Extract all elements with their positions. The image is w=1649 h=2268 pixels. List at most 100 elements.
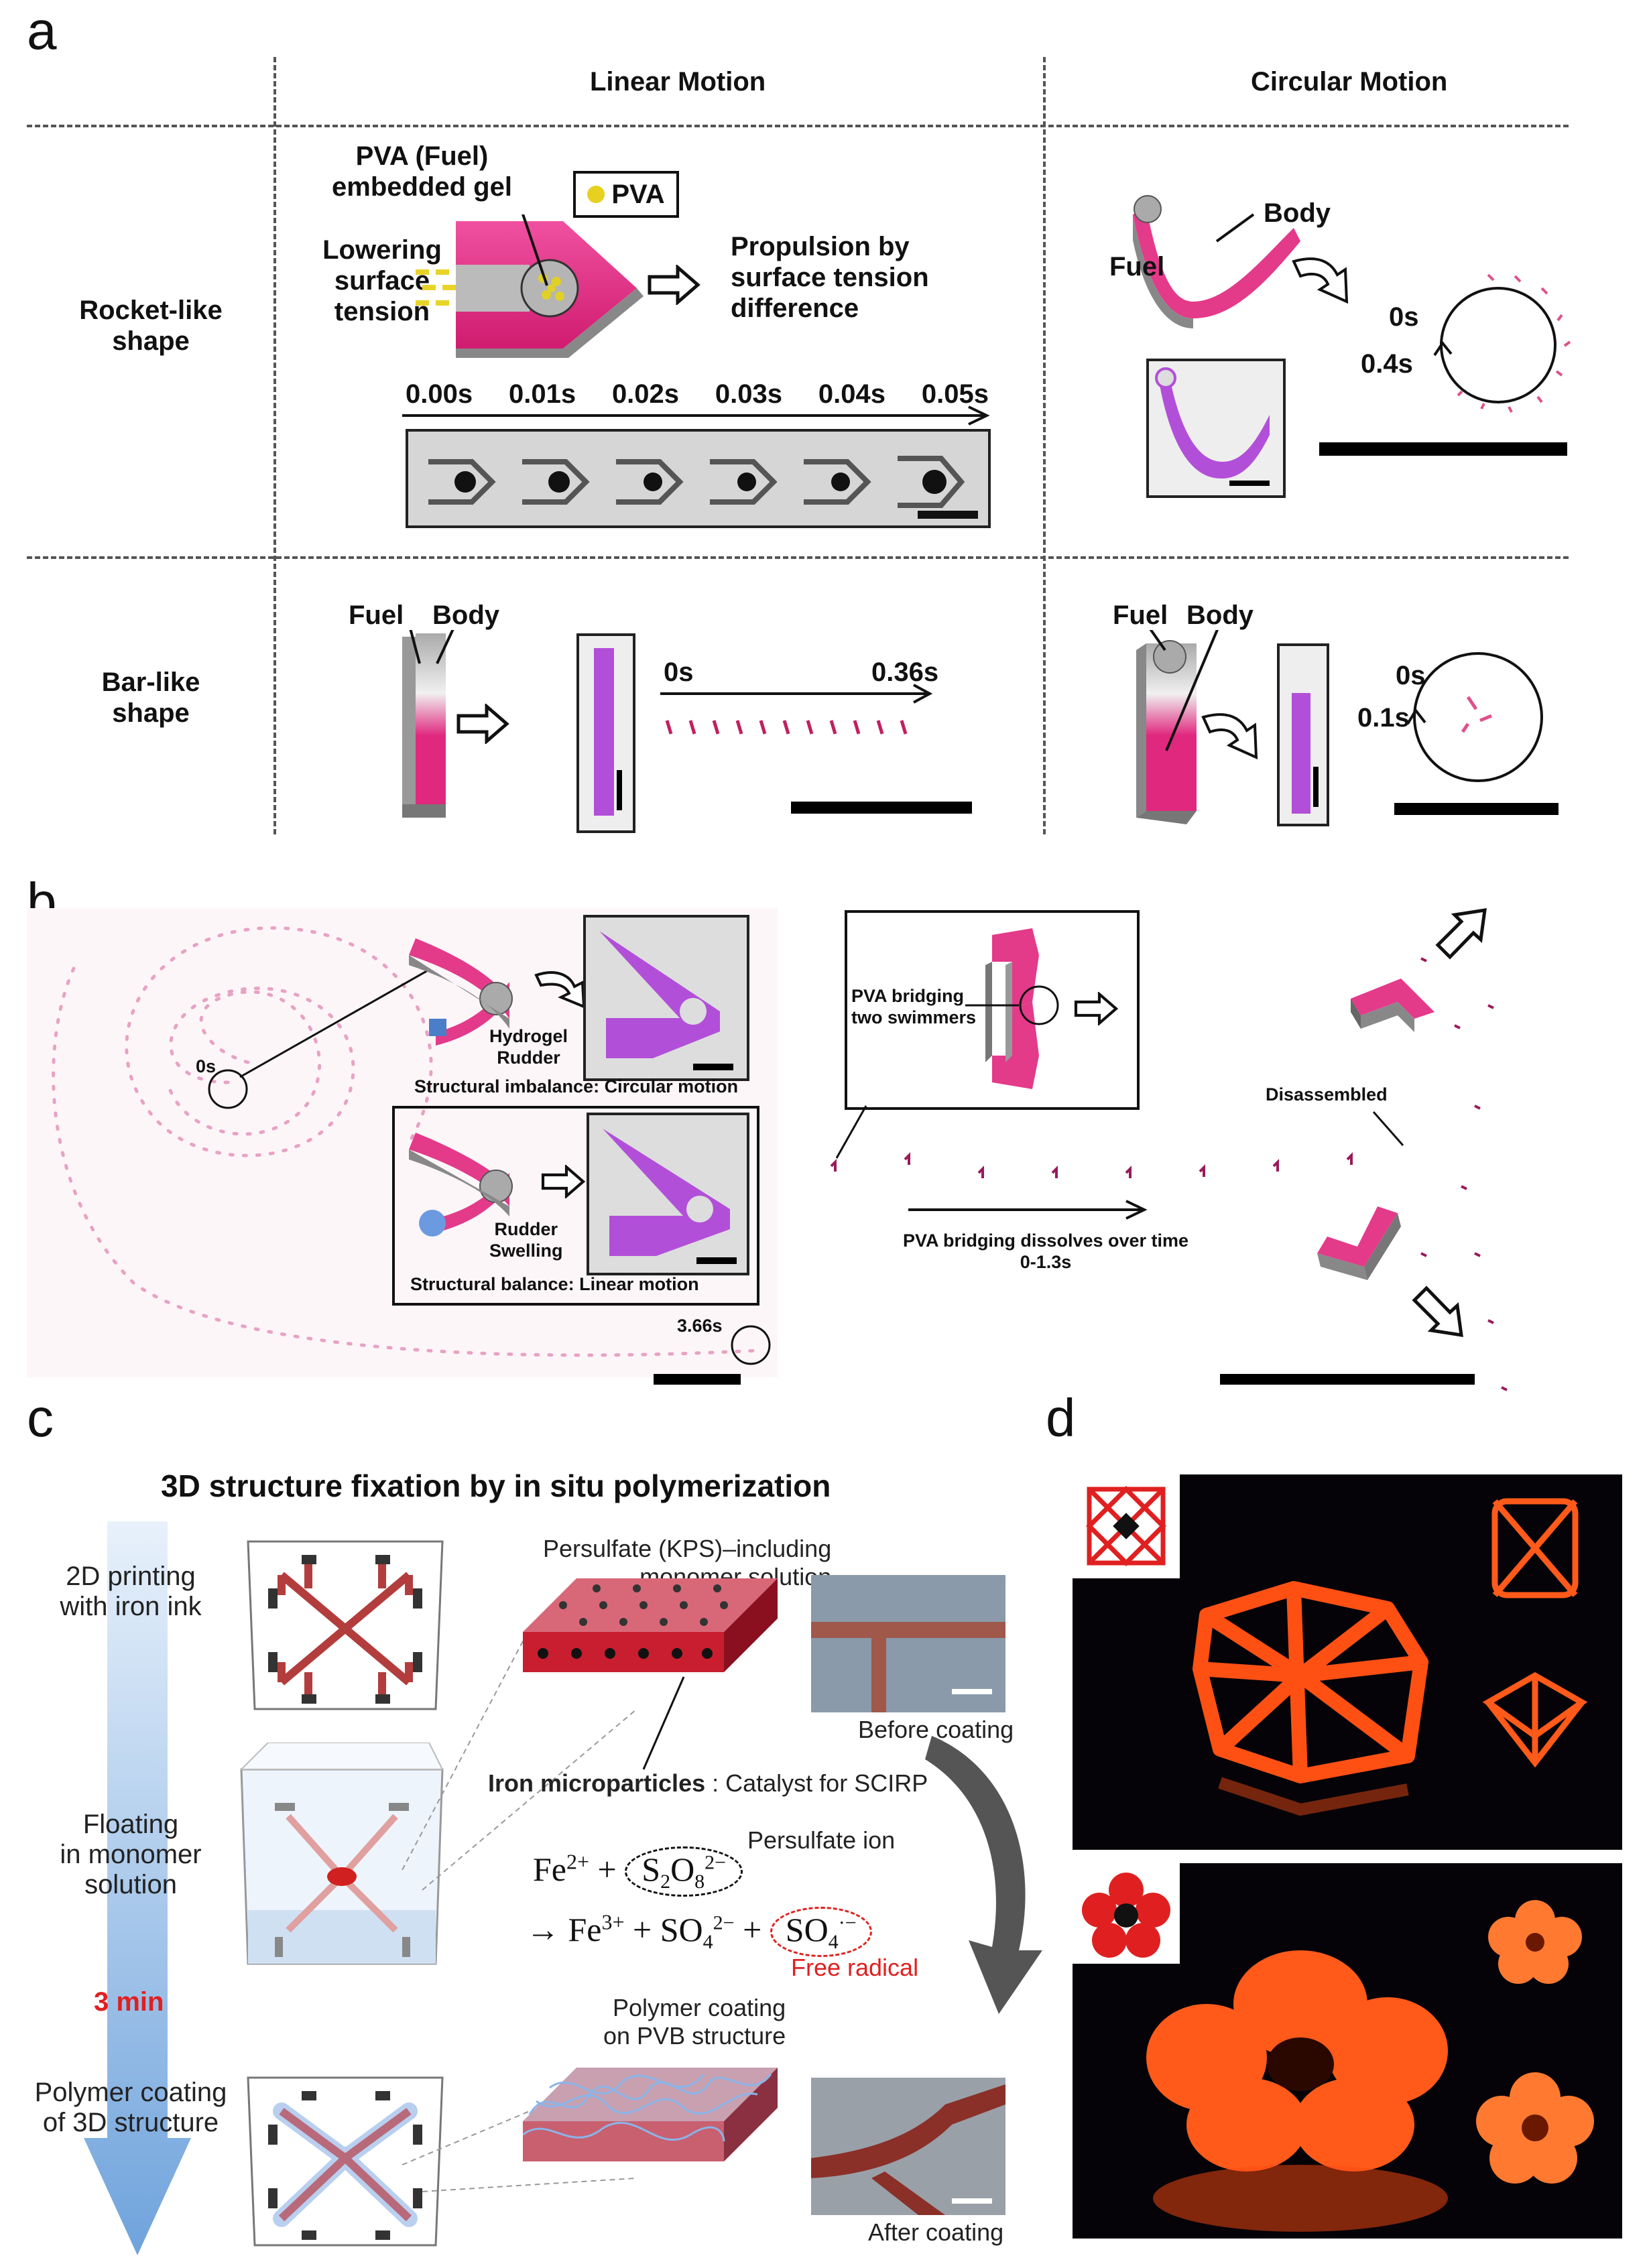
- iron-label: Iron microparticles: [488, 1769, 706, 1797]
- bar-circ-swimmer-diagram: [1136, 630, 1219, 824]
- eq2-so4: + SO: [633, 1911, 703, 1948]
- scale-bar-circular-rocket: [1319, 442, 1567, 456]
- hollow-arrow-up-right-icon: [1435, 908, 1487, 960]
- grid-line-top: [27, 125, 1569, 127]
- panel-label-d: d: [1046, 1388, 1076, 1448]
- rocket-timelapse-photo: [406, 429, 991, 528]
- bar-time-1: 0.36s: [871, 657, 939, 687]
- panel-label-a: a: [27, 1, 57, 60]
- eq1-plus: +: [597, 1850, 617, 1888]
- spiral-trajectory: [52, 926, 771, 1365]
- scale-bar-bar-circ: [1394, 803, 1559, 815]
- print-2d-box: [247, 1540, 444, 1710]
- polymer-coating-block: [523, 2068, 778, 2161]
- pva-fuel-label: PVA (Fuel)embedded gel: [332, 141, 512, 202]
- scale-bar-spiral: [654, 1374, 741, 1385]
- free-radical-label: Free radical: [791, 1954, 919, 1981]
- eq2-arrow-fe: → Fe: [526, 1911, 602, 1948]
- rudder-swelling-diagram: [409, 1133, 513, 1237]
- bar-circ-fuel-label: Fuel: [1113, 601, 1168, 630]
- hollow-arrow-right-b2: [541, 1165, 586, 1198]
- free-radical-ellipse: SO4·−: [770, 1907, 872, 1957]
- eq1-fe: Fe: [533, 1850, 566, 1888]
- bar-circ-trajectory: [1406, 652, 1543, 782]
- eq2-charge: 3+: [601, 1909, 625, 1934]
- hollow-arrow-right-icon: [648, 265, 700, 305]
- panel-c-title: 3D structure fixation by in situ polymer…: [161, 1468, 831, 1503]
- equation-line-1: Fe2+ + S2O82−: [533, 1846, 743, 1897]
- persulfate-ion-label: Persulfate ion: [747, 1826, 896, 1854]
- disassembly-trajectory: [830, 957, 1508, 1391]
- floating-box: [239, 1743, 444, 1965]
- linear-inset-photo: [587, 1113, 749, 1275]
- time-label: 3 min: [94, 1987, 164, 2017]
- after-coating-photo: [811, 2078, 1005, 2215]
- circ-time-1: 0.4s: [1361, 349, 1413, 379]
- curved-hollow-arrow-icon: [1292, 257, 1349, 304]
- persulfate-ion-ellipse: S2O82−: [625, 1846, 743, 1897]
- bar-photo: [576, 633, 635, 833]
- circular-trajectory: [1433, 273, 1571, 413]
- after-coating-label: After coating: [868, 2218, 1004, 2246]
- equation-line-2: → Fe3+ + SO42− + SO4·−: [526, 1907, 872, 1957]
- circ-time-0: 0s: [1389, 302, 1419, 332]
- bridging-pointer-line: [965, 1004, 1019, 1007]
- iron-pointer: [642, 1676, 685, 1770]
- timelapse-frames: [428, 456, 978, 519]
- structural-balance-label: Structural balance: Linear motion: [410, 1274, 699, 1294]
- disassembled-label: Disassembled: [1266, 1084, 1388, 1105]
- bar-circ-body-label: Body: [1186, 601, 1254, 630]
- grid-line-left: [273, 57, 276, 834]
- structural-imbalance-label: Structural imbalance: Circular motion: [414, 1076, 739, 1096]
- spiral-time-0: 0s: [196, 1056, 217, 1076]
- bar-circ-time-1: 0.1s: [1357, 703, 1410, 733]
- dissolve-arrow: [908, 1200, 1148, 1220]
- panel-label-c: c: [27, 1388, 54, 1448]
- bar-time-0: 0s: [664, 657, 694, 687]
- pva-particle-icon: [587, 186, 605, 203]
- timeline-arrow: [402, 405, 990, 426]
- hollow-arrow-down-right-icon: [1412, 1285, 1463, 1337]
- eq1-charge: 2+: [566, 1849, 590, 1874]
- column-header-linear: Linear Motion: [590, 67, 766, 97]
- bar-body-label: Body: [432, 601, 499, 630]
- rocket-circular-photo: [1146, 359, 1286, 498]
- bar-swimmer-diagram: [402, 630, 454, 818]
- eq1-s2o8: S: [642, 1850, 661, 1888]
- zoom-lines: [402, 1628, 637, 2192]
- hollow-arrow-right-b3: [1074, 992, 1119, 1025]
- circular-inset-photo: [583, 915, 749, 1081]
- bar-circ-time-0: 0s: [1396, 661, 1426, 690]
- persulfate-block: [523, 1578, 778, 1672]
- swimmer-lower-diagram: [1317, 1206, 1401, 1280]
- process-arrow: [84, 1521, 191, 2255]
- before-coating-image: [811, 1622, 1005, 1712]
- bridging-box: [845, 910, 1140, 1110]
- rocket-circular-diagram: [1133, 195, 1300, 328]
- flower-photo: [1073, 1863, 1622, 2239]
- purple-swimmer-photo-1: [599, 931, 733, 1070]
- bar-linear-trajectory: [660, 684, 933, 735]
- purple-swimmer-photo-2: [603, 1129, 737, 1264]
- lattice-glow-image: [1073, 1474, 1588, 1816]
- timeline-labels: 0.00s 0.01s 0.02s 0.03s 0.04s 0.05s: [406, 379, 989, 409]
- bar-circ-photo: [1277, 643, 1329, 826]
- scale-bar-bar-linear: [791, 802, 972, 814]
- column-header-circular: Circular Motion: [1251, 67, 1448, 97]
- disassembled-pointer: [1372, 1111, 1404, 1146]
- bar-fuel-label: Fuel: [349, 601, 404, 630]
- bridging-connector-line: [835, 1105, 867, 1159]
- rocket-gel-diagram: [416, 214, 644, 358]
- flower-glow-image: [1073, 1863, 1594, 2232]
- coated-3d-box: [247, 2076, 444, 2247]
